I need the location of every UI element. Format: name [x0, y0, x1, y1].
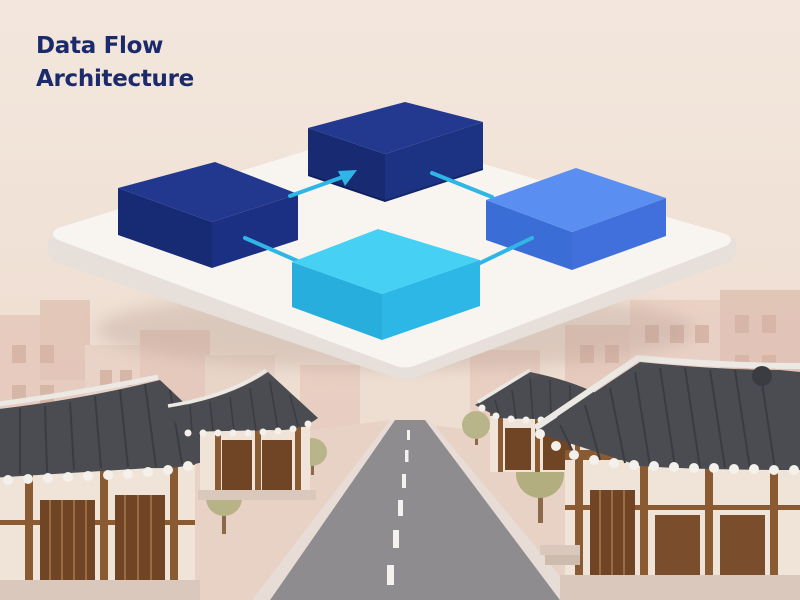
edge-arrowhead: [338, 170, 357, 186]
node-right: [486, 168, 666, 270]
diagram-title: Data Flow Architecture: [36, 30, 194, 96]
hanok-left-back: [167, 368, 318, 500]
diagram-edges: [243, 170, 534, 266]
edge-top-to-right: [430, 171, 494, 199]
edge-left-to-bottom: [243, 236, 302, 264]
node-left: [118, 162, 298, 268]
title-line-1: Data Flow: [36, 33, 164, 59]
edge-left-to-top: [288, 176, 342, 198]
diagram-nodes: [118, 102, 666, 270]
node-bottom-center: [292, 229, 480, 340]
edge-bottom-to-right: [476, 236, 534, 266]
hanok-right-front: [533, 354, 800, 600]
node-top-center: [308, 102, 483, 202]
title-line-2: Architecture: [36, 66, 194, 92]
